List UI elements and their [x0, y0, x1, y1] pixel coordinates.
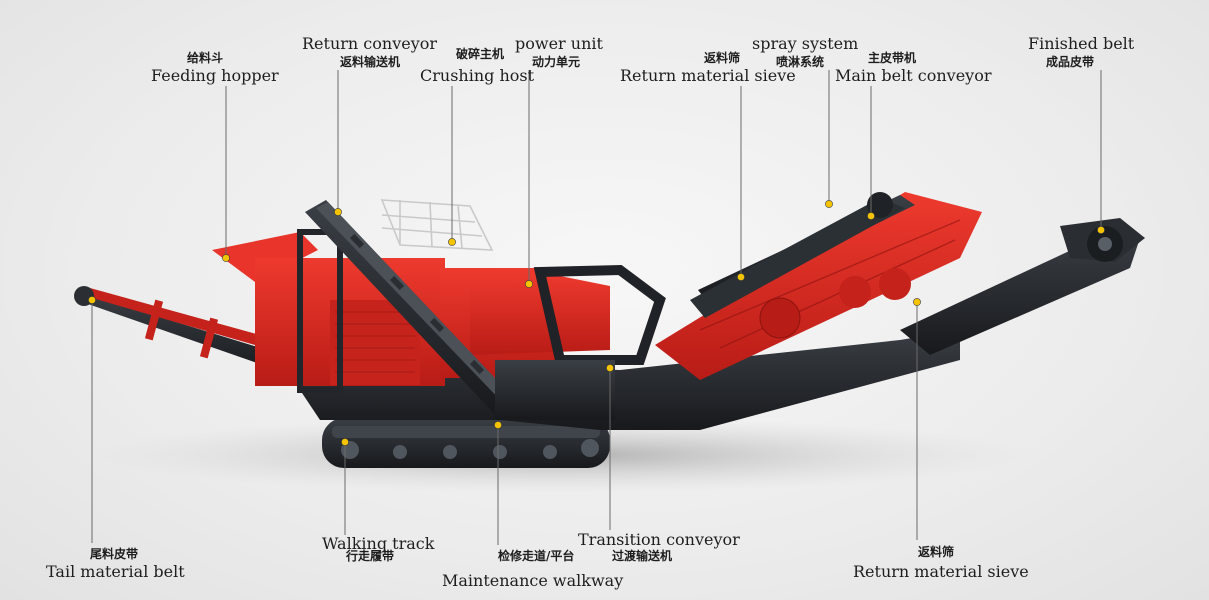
main-belt-shape	[690, 192, 905, 318]
return-sieve-top-zh: 返料筛	[704, 51, 741, 65]
maintenance-walkway-zh: 检修走道/平台	[498, 549, 575, 563]
power-unit-en: power unit	[515, 34, 603, 53]
main-belt-en: Main belt conveyor	[835, 66, 992, 85]
chassis-shape	[280, 330, 960, 430]
walking-track-zh: 行走履带	[346, 549, 395, 563]
transition-conveyor-en: Transition conveyor	[578, 530, 740, 549]
power-unit-shape	[470, 264, 666, 365]
leader-lines	[91, 70, 1102, 545]
maintenance-walkway-en: Maintenance walkway	[442, 571, 624, 590]
feeding-hopper-zh: 给料斗	[187, 51, 224, 65]
return-sieve-bottom-en: Return material sieve	[853, 562, 1029, 581]
return-conveyor-shape	[305, 200, 520, 418]
crushing-host-zh: 破碎主机	[456, 47, 505, 61]
return-conveyor-en: Return conveyor	[302, 34, 438, 53]
tail-belt-zh: 尾料皮带	[90, 547, 139, 561]
crusher-body-shape	[212, 199, 560, 393]
return-sieve-bottom-zh: 返料筛	[918, 545, 955, 559]
return-conveyor-zh: 返料输送机	[340, 55, 401, 69]
transition-conveyor-zh: 过渡输送机	[612, 549, 673, 563]
finished-belt-en: Finished belt	[1028, 34, 1135, 53]
power-unit-zh: 动力单元	[532, 55, 581, 69]
crushing-host-en: Crushing host	[420, 66, 535, 85]
spray-system-en: spray system	[752, 34, 859, 53]
marker-dots	[88, 200, 1105, 446]
walking-track-en: Walking track	[322, 534, 435, 553]
tail-belt-en: Tail material belt	[46, 562, 185, 581]
spray-system-zh: 喷淋系统	[776, 55, 825, 69]
transition-conveyor-shape	[495, 360, 615, 420]
finished-belt-shape	[839, 218, 1145, 355]
return-sieve-top-en: Return material sieve	[620, 66, 796, 85]
main-belt-zh: 主皮带机	[868, 51, 917, 65]
feeding-hopper-en: Feeding hopper	[151, 66, 279, 85]
finished-belt-zh: 成品皮带	[1046, 55, 1095, 69]
